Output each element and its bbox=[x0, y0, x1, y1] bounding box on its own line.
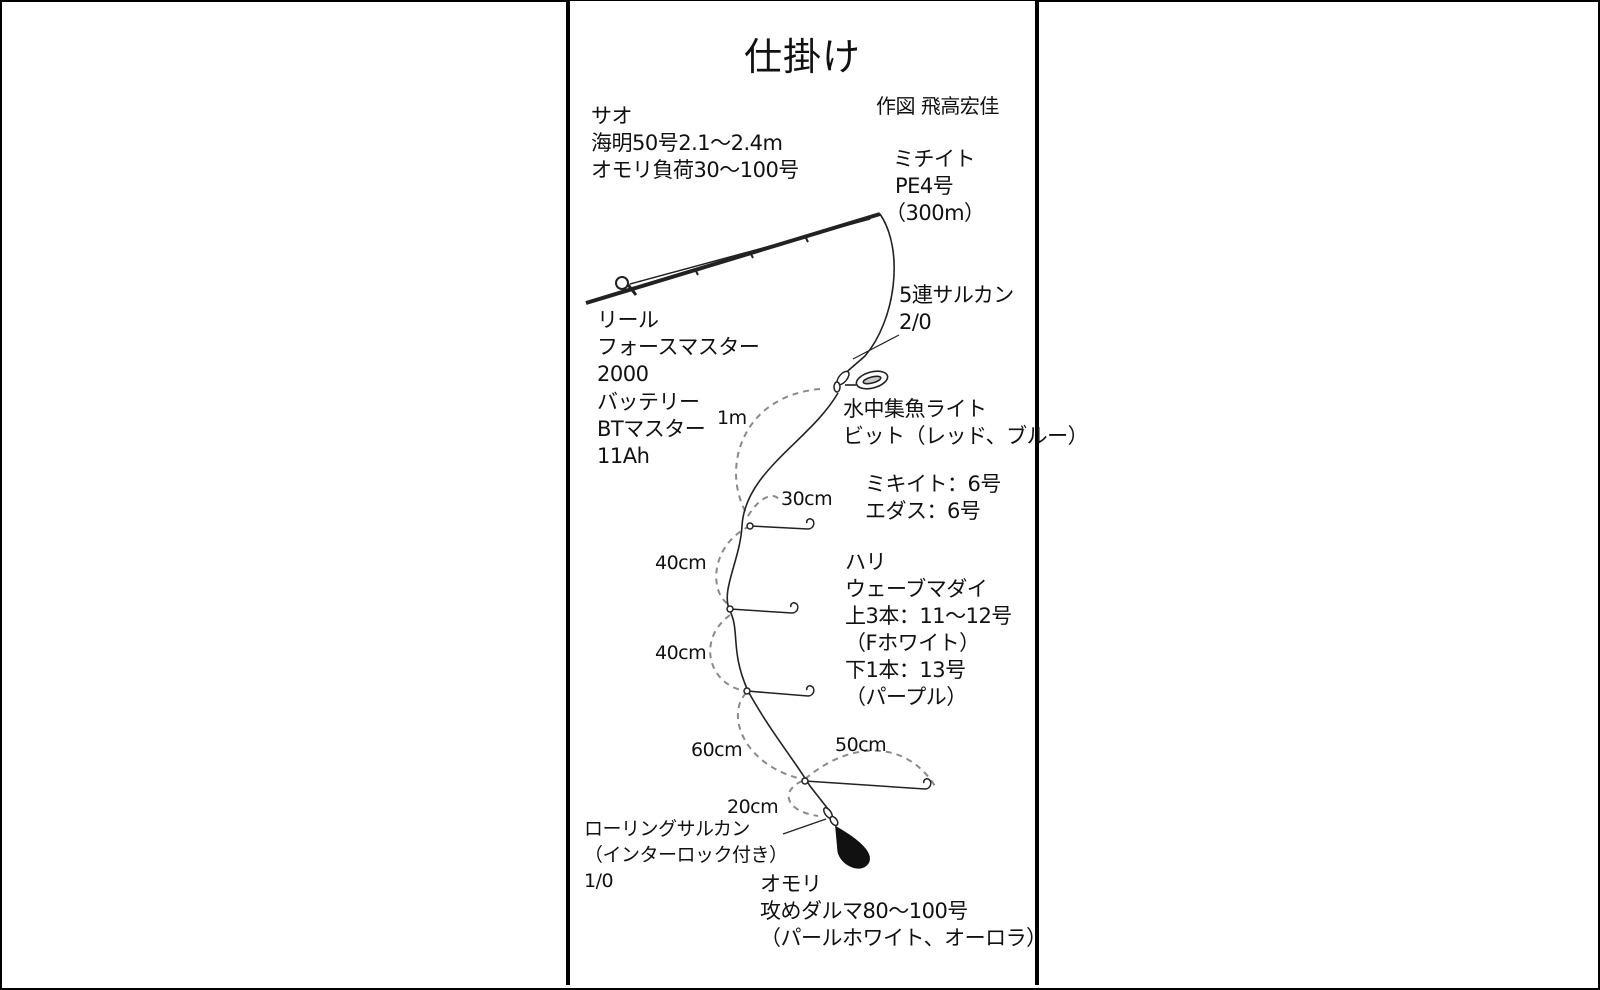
dim-arc-20cm bbox=[787, 780, 819, 817]
dim-40cm-a-label: 40cm bbox=[655, 552, 707, 574]
swivel5-heading: 5連サルカン bbox=[899, 283, 1014, 307]
dim-arc-40cm-b bbox=[709, 614, 747, 692]
mainline-length: （300m） bbox=[885, 201, 985, 225]
rod-load: オモリ負荷30～100号 bbox=[591, 158, 799, 182]
rod bbox=[585, 212, 881, 305]
underwater-light bbox=[845, 370, 889, 390]
diagram-panel: 仕掛け 作図 飛高宏佳 サオ 海明50号2.1～2.4m オモリ負荷30～100… bbox=[566, 1, 1089, 985]
sinker-label: オモリ 攻めダルマ80～100号 （パールホワイト、オーロラ） bbox=[760, 871, 1047, 952]
rolling-swivel-size: 1/0 bbox=[584, 870, 614, 892]
reel-size: 2000 bbox=[597, 362, 649, 386]
dim-arc-50cm bbox=[804, 749, 936, 787]
mainline-spec: PE4号 bbox=[895, 174, 954, 198]
swivel5-size: 2/0 bbox=[899, 310, 932, 334]
label-pointers bbox=[782, 334, 900, 835]
hook-upper: 上3本：11～12号 bbox=[845, 604, 1012, 628]
rig-drawing bbox=[585, 212, 936, 869]
dim-arc-1m bbox=[735, 388, 821, 517]
dim-1m-label: 1m bbox=[717, 407, 747, 429]
hook-label: ハリ ウェーブマダイ 上3本：11～12号 （Fホワイト） 下1本：13号 （パ… bbox=[845, 549, 1012, 711]
edasu-spec: エダス：6号 bbox=[865, 499, 981, 523]
dim-arc-60cm bbox=[736, 692, 803, 780]
branch-lines bbox=[726, 518, 932, 790]
reel-model: フォースマスター bbox=[597, 335, 760, 359]
five-way-swivel bbox=[833, 370, 850, 393]
hook-lower-color: （パープル） bbox=[845, 685, 967, 709]
hook-lower: 下1本：13号 bbox=[845, 658, 966, 682]
rolling-swivel bbox=[823, 807, 839, 827]
hook-model: ウェーブマダイ bbox=[845, 577, 988, 601]
dim-40cm-b-label: 40cm bbox=[655, 642, 707, 664]
diagram-title: 仕掛け bbox=[744, 35, 862, 79]
dim-30cm-label: 30cm bbox=[781, 488, 833, 510]
sinker-model: 攻めダルマ80～100号 bbox=[760, 899, 968, 923]
dim-60cm-label: 60cm bbox=[691, 739, 743, 761]
rolling-swivel-heading: ローリングサルカン bbox=[584, 818, 750, 840]
light-label: 水中集魚ライト ビット（レッド、ブルー） bbox=[843, 396, 1089, 450]
mainline-label: ミチイト PE4号 （300m） bbox=[885, 146, 985, 227]
mikiito-spec: ミキイト：6号 bbox=[865, 472, 1001, 496]
mainline-heading: ミチイト bbox=[893, 147, 975, 171]
rod-label: サオ 海明50号2.1～2.4m オモリ負荷30～100号 bbox=[591, 103, 799, 184]
dim-20cm-label: 20cm bbox=[727, 796, 779, 818]
swivel5-label: 5連サルカン 2/0 bbox=[899, 282, 1014, 336]
rolling-swivel-label: ローリングサルカン （インターロック付き） 1/0 bbox=[584, 816, 788, 894]
battery-label: バッテリー BTマスター 11Ah bbox=[597, 389, 706, 470]
battery-capacity: 11Ah bbox=[597, 444, 650, 468]
dim-50cm-label: 50cm bbox=[835, 734, 887, 756]
reel-label: リール フォースマスター 2000 bbox=[597, 307, 760, 388]
sinker-color: （パールホワイト、オーロラ） bbox=[760, 926, 1047, 950]
hook-upper-color: （Fホワイト） bbox=[845, 631, 980, 655]
light-heading: 水中集魚ライト bbox=[843, 397, 987, 421]
credit: 作図 飛高宏佳 bbox=[876, 94, 999, 118]
rod-model: 海明50号2.1～2.4m bbox=[591, 131, 783, 155]
rod-heading: サオ bbox=[591, 104, 632, 128]
sinker-heading: オモリ bbox=[760, 872, 822, 896]
rolling-swivel-note: （インターロック付き） bbox=[584, 844, 788, 866]
dim-arc-40cm-a bbox=[715, 525, 751, 606]
hook-heading: ハリ bbox=[845, 550, 886, 574]
battery-heading: バッテリー bbox=[597, 390, 700, 414]
battery-model: BTマスター bbox=[597, 417, 706, 441]
dim-arc-30cm bbox=[747, 495, 781, 517]
reel-heading: リール bbox=[597, 308, 659, 332]
sinker bbox=[835, 825, 870, 869]
leader-label: ミキイト：6号 エダス：6号 bbox=[865, 471, 1001, 525]
light-model: ビット（レッド、ブルー） bbox=[843, 424, 1089, 448]
